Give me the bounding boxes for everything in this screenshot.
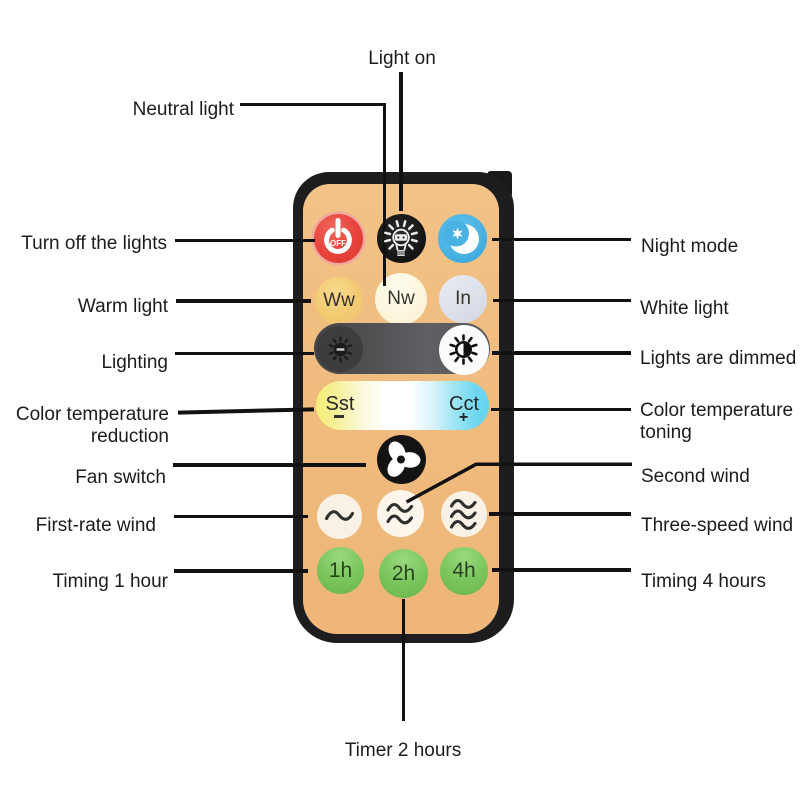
svg-text:OFF: OFF xyxy=(330,239,346,248)
